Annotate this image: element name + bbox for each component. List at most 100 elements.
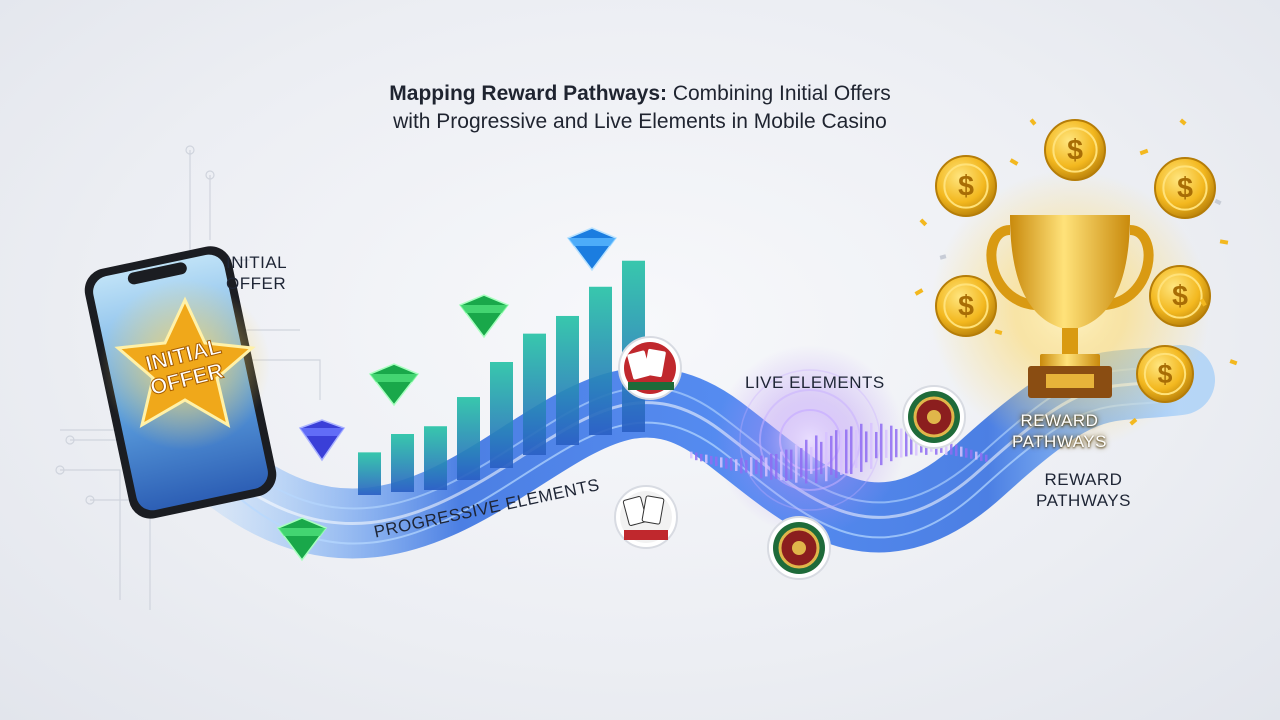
gem-icon: [368, 363, 420, 407]
sound-wave-bar: [975, 451, 978, 460]
initial-offer-label-line-2: OFFER: [226, 274, 287, 293]
sound-wave-bar: [870, 422, 873, 469]
sound-wave-bar: [785, 449, 788, 482]
sound-wave-bar: [700, 453, 703, 462]
coin-symbol: $: [1177, 173, 1193, 205]
sound-wave-bar: [790, 449, 793, 480]
sound-wave-bar: [730, 458, 733, 471]
sound-wave-bar: [720, 457, 723, 468]
sound-wave-bar: [690, 451, 693, 459]
sound-wave-bar: [815, 435, 818, 484]
progress-bar: [391, 434, 414, 492]
sound-wave-bar: [710, 455, 713, 465]
sound-wave-bar: [860, 423, 863, 472]
reward-pathways-label-lower: REWARD PATHWAYS: [1036, 469, 1131, 511]
progress-bar: [523, 333, 546, 455]
sound-wave-bar: [755, 459, 758, 475]
roulette-icon: [767, 516, 831, 580]
coin-symbol: $: [1158, 359, 1173, 389]
sound-wave-bar: [715, 456, 718, 467]
coin-icon: $: [935, 275, 997, 337]
title-rest: Combining Initial Offers: [667, 82, 891, 105]
progress-bar: [556, 315, 579, 445]
sound-wave-bar: [970, 449, 973, 459]
sound-wave-bar: [780, 451, 783, 481]
trophy-icon: [986, 215, 1154, 398]
sound-wave-bar: [865, 431, 868, 463]
sound-wave-bar: [985, 454, 988, 462]
roulette-icon: [902, 385, 966, 449]
sound-wave-bar: [775, 453, 778, 479]
live-elements-label: LIVE ELEMENTS: [745, 373, 885, 392]
sound-wave-bar: [805, 439, 808, 484]
reward-upper-line-1: REWARD: [1020, 411, 1099, 430]
sound-wave-bar: [825, 432, 828, 482]
sound-wave-bar: [795, 444, 798, 483]
playing-cards-icon: [618, 336, 682, 400]
reward-lower-line-2: PATHWAYS: [1036, 491, 1131, 510]
coin-icon: $: [1136, 345, 1194, 403]
star-badge-icon: INITIAL OFFER: [100, 280, 270, 450]
sound-wave-bar: [725, 458, 728, 469]
progress-bar: [358, 452, 381, 495]
sound-wave-bar: [980, 452, 983, 461]
gem-icon: [458, 294, 510, 339]
sound-wave-bar: [875, 431, 878, 459]
coin-icon: $: [1154, 157, 1216, 219]
reward-pathways-label-upper: REWARD PATHWAYS: [1012, 410, 1107, 452]
sound-wave-bar: [750, 457, 753, 477]
sound-wave-bar: [855, 430, 858, 468]
sound-wave-bar: [770, 453, 773, 480]
sound-wave-bar: [905, 429, 908, 457]
progress-bar: [589, 286, 612, 435]
title-line-2: with Progressive and Live Elements in Mo…: [393, 110, 887, 133]
sound-wave-bar: [895, 429, 898, 458]
coin-icon: $: [1149, 265, 1211, 327]
sound-wave-bar: [695, 452, 698, 461]
coin-symbol: $: [1172, 281, 1188, 313]
progressive-bar-chart: [358, 260, 645, 495]
sound-wave-bar: [745, 460, 748, 473]
progress-bar: [490, 362, 513, 468]
sound-wave-bar: [880, 423, 883, 466]
sound-wave-bar: [850, 426, 853, 474]
coin-icon: $: [1044, 119, 1106, 181]
sound-wave-bar: [830, 435, 833, 475]
sound-wave-bar: [910, 431, 913, 455]
sound-wave-bar: [945, 441, 948, 456]
sound-wave-bar: [885, 429, 888, 458]
coin-symbol: $: [958, 291, 974, 323]
initial-offer-label-line-1: INITIAL: [226, 253, 288, 272]
reward-upper-line-2: PATHWAYS: [1012, 432, 1107, 451]
sound-wave-bar: [735, 459, 738, 471]
sound-wave-bar: [845, 429, 848, 474]
sound-wave-bar: [760, 455, 763, 479]
progress-bar: [424, 426, 447, 490]
title-lead: Mapping Reward Pathways:: [389, 82, 667, 105]
sound-wave-bar: [960, 446, 963, 457]
sound-wave-bar: [740, 458, 743, 474]
sound-wave-bar: [955, 444, 958, 457]
sound-wave-bar: [765, 457, 768, 477]
sound-wave-bar: [900, 428, 903, 458]
sound-wave-bar: [950, 443, 953, 455]
sound-wave-bar: [705, 454, 708, 464]
sound-wave-bar: [810, 447, 813, 474]
sound-wave-bar: [840, 430, 843, 475]
sound-wave-bar: [890, 425, 893, 462]
reward-lower-line-1: REWARD: [1044, 470, 1123, 489]
page-title: Mapping Reward Pathways: Combining Initi…: [300, 80, 980, 136]
sound-wave-bar: [835, 430, 838, 478]
gem-icon: [298, 419, 346, 462]
progress-bar: [457, 397, 480, 480]
sound-wave-bar: [800, 448, 803, 478]
title-line-1: Mapping Reward Pathways: Combining Initi…: [300, 80, 980, 108]
sound-wave-bar: [965, 448, 968, 458]
gem-icon: [566, 227, 618, 272]
playing-cards-icon: [614, 485, 678, 549]
coin-symbol: $: [1067, 135, 1083, 167]
coin-icon: $: [935, 155, 997, 217]
sound-wave-bar: [820, 441, 823, 475]
coin-group: $ $ $ $ $ $: [935, 119, 1216, 403]
